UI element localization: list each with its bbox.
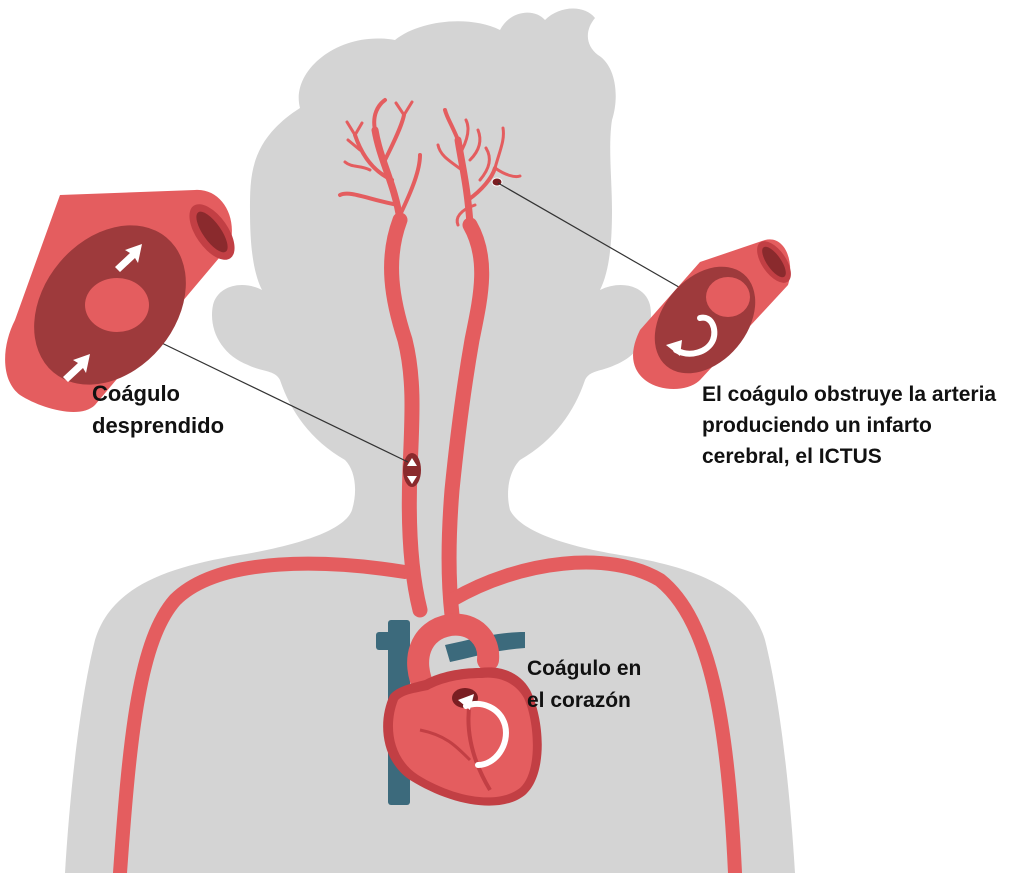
detached-clot-label-line1: Coágulo [92, 378, 224, 410]
detached-clot-marker [403, 453, 421, 487]
heart-clot-label: Coágulo en el corazón [527, 653, 641, 717]
stroke-label-line2: produciendo un infarto [702, 410, 996, 441]
floating-clot [85, 278, 149, 332]
detached-clot-label-line2: desprendido [92, 410, 224, 442]
stroke-label-line1: El coágulo obstruye la arteria [702, 379, 996, 410]
stroke-label-line3: cerebral, el ICTUS [702, 441, 996, 472]
detached-clot-label: Coágulo desprendido [92, 378, 224, 442]
heart-clot-label-line1: Coágulo en [527, 653, 641, 685]
blocking-clot [706, 277, 750, 317]
heart-clot-label-line2: el corazón [527, 685, 641, 717]
stroke-label: El coágulo obstruye la arteria producien… [702, 379, 996, 472]
artery-cross-section-right [633, 235, 798, 393]
